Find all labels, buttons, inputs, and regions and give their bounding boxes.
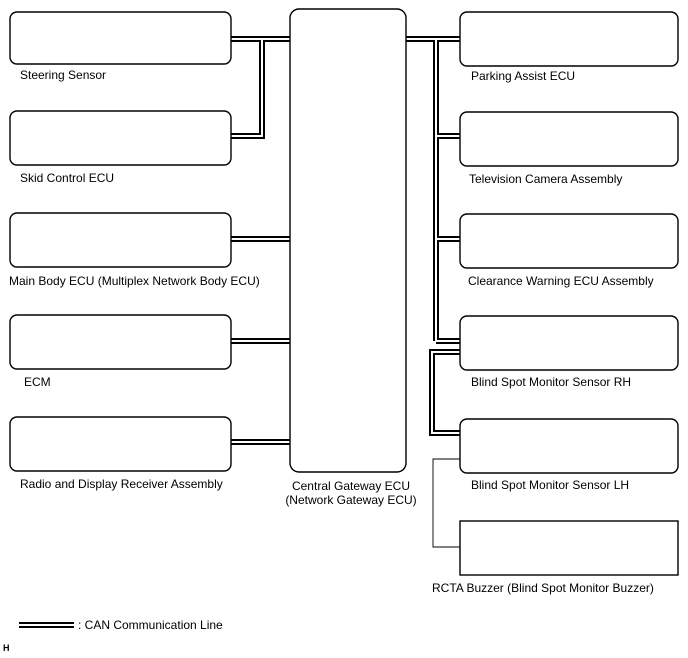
can-line-right-trunk — [406, 36, 460, 344]
rcta-buzzer-box — [459, 520, 679, 576]
gateway-label-line2: (Network Gateway ECU) — [285, 493, 417, 507]
parking-assist-ecu-box — [459, 11, 679, 67]
television-camera-box — [459, 111, 679, 167]
ecm-label: ECM — [24, 375, 51, 389]
steering-sensor-box — [9, 11, 232, 65]
bsm-sensor-rh-box — [459, 315, 679, 371]
main-body-ecu-box — [9, 212, 232, 268]
can-line-bsm — [429, 349, 460, 436]
radio-display-receiver-box — [9, 416, 232, 472]
buzzer-wire — [432, 458, 460, 548]
can-line-steering-skid — [231, 36, 290, 139]
skid-control-ecu-box — [9, 110, 232, 166]
parking-assist-ecu-label: Parking Assist ECU — [471, 69, 576, 83]
rcta-buzzer-label: RCTA Buzzer (Blind Spot Monitor Buzzer) — [432, 581, 654, 595]
gateway-label: Central Gateway ECU (Network Gateway ECU… — [276, 479, 426, 507]
clearance-warning-ecu-box — [459, 213, 679, 269]
radio-display-receiver-label: Radio and Display Receiver Assembly — [20, 477, 223, 491]
legend-label: : CAN Communication Line — [78, 618, 223, 632]
ecm-box — [9, 314, 232, 370]
gateway-label-line1: Central Gateway ECU — [291, 479, 411, 493]
steering-sensor-label: Steering Sensor — [20, 68, 107, 82]
television-camera-label: Television Camera Assembly — [469, 172, 623, 186]
bsm-sensor-rh-label: Blind Spot Monitor Sensor RH — [471, 375, 632, 389]
clearance-warning-ecu-label: Clearance Warning ECU Assembly — [468, 274, 654, 288]
central-gateway-box — [289, 8, 407, 473]
main-body-ecu-label: Main Body ECU (Multiplex Network Body EC… — [9, 274, 260, 288]
can-lines — [231, 36, 460, 445]
skid-control-ecu-label: Skid Control ECU — [20, 171, 115, 185]
bsm-sensor-lh-label: Blind Spot Monitor Sensor LH — [471, 478, 630, 492]
bsm-sensor-lh-box — [459, 418, 679, 474]
footer-mark: H — [3, 643, 10, 653]
